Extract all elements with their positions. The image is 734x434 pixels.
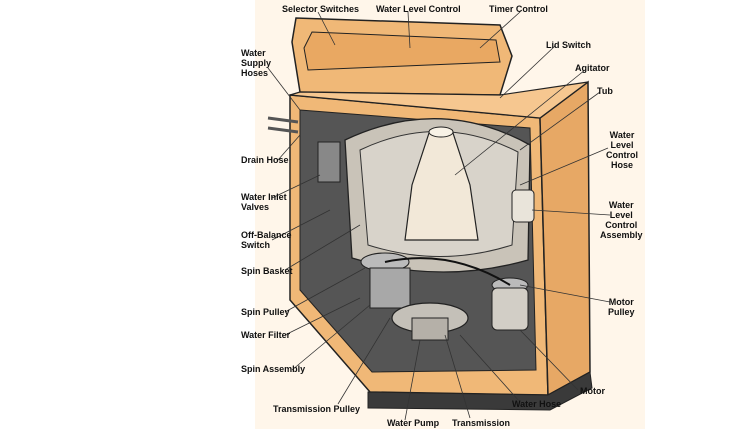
label-motor-pulley: Motor Pulley — [608, 297, 635, 317]
label-water-filter: Water Filter — [241, 330, 290, 340]
label-agitator: Agitator — [575, 63, 610, 73]
label-water-level-control-assembly: Water Level Control Assembly — [600, 200, 643, 240]
label-drain-hose: Drain Hose — [241, 155, 289, 165]
label-transmission-pulley: Transmission Pulley — [273, 404, 360, 414]
label-water-hose: Water Hose — [512, 399, 561, 409]
label-water-supply-hoses: Water Supply Hoses — [241, 48, 271, 78]
cabinet-side — [540, 82, 590, 395]
label-water-pump: Water Pump — [387, 418, 439, 428]
agitator-cap — [429, 127, 453, 137]
label-selector-switches: Selector Switches — [282, 4, 359, 14]
label-spin-pulley: Spin Pulley — [241, 307, 290, 317]
water-pump-shape — [412, 318, 448, 340]
label-water-inlet-valves: Water Inlet Valves — [241, 192, 287, 212]
label-spin-assembly: Spin Assembly — [241, 364, 305, 374]
label-timer-control: Timer Control — [489, 4, 548, 14]
inlet-valves-shape — [318, 142, 340, 182]
label-motor: Motor — [580, 386, 605, 396]
label-tub: Tub — [597, 86, 613, 96]
label-spin-basket: Spin Basket — [241, 266, 293, 276]
label-transmission: Transmission — [452, 418, 510, 428]
motor-shape — [492, 288, 528, 330]
label-water-level-control: Water Level Control — [376, 4, 461, 14]
spin-assembly-shape — [370, 268, 410, 308]
label-lid-switch: Lid Switch — [546, 40, 591, 50]
label-water-level-control-hose: Water Level Control Hose — [606, 130, 638, 170]
label-off-balance-switch: Off-Balance Switch — [241, 230, 292, 250]
water-level-assembly-shape — [512, 190, 534, 222]
